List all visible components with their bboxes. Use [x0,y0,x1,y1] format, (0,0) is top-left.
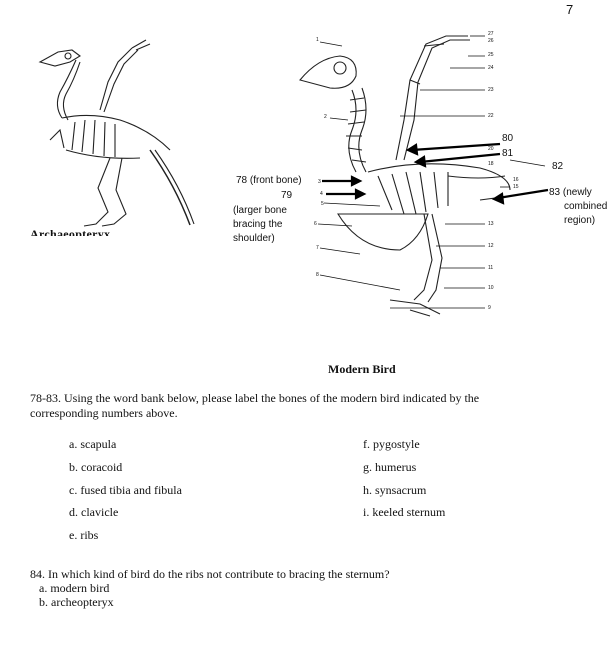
label-79-note-line3: shoulder) [233,233,275,244]
number-8: 8 [316,272,319,278]
number-27: 27 [488,31,494,37]
number-13: 13 [488,221,494,227]
word-bank-item-g: g. humerus [363,460,417,474]
number-26: 26 [488,38,494,44]
question-84: 84. In which kind of bird do the ribs no… [30,567,390,609]
word-bank-item-d: d. clavicle [69,505,119,519]
number-11: 11 [488,265,494,271]
figure-caption: Modern Bird [328,362,396,376]
number-7: 7 [316,245,319,251]
number-15: 15 [513,184,519,190]
number-25: 25 [488,52,494,58]
label-80: 80 [502,133,514,144]
bird-skeleton-figure [38,35,549,317]
pointer-lines [317,35,546,309]
label-83-line2: combined [564,201,608,212]
number-6: 6 [314,221,317,227]
number-1: 1 [316,37,319,43]
word-bank-item-f: f. pygostyle [363,437,420,451]
label-83-line1: 83 (newly [549,187,592,198]
label-arrows [322,142,549,205]
label-79-note-line2: bracing the [233,219,283,230]
word-bank-item-b: b. coracoid [69,460,123,474]
instructions: 78-83. Using the word bank below, please… [30,391,480,420]
label-83-line3: region) [564,215,596,226]
label-78: 78 (front bone) [236,175,302,186]
number-3: 3 [318,179,321,185]
number-22: 22 [488,113,494,119]
number-10: 10 [488,285,494,291]
page-number: 7 [566,2,574,17]
number-20: 20 [488,146,494,152]
modern-bird-skeleton [299,35,511,317]
number-12: 12 [488,243,494,249]
number-4: 4 [320,191,323,197]
label-79: 79 [281,190,293,201]
number-23: 23 [488,87,494,93]
word-bank-item-a: a. scapula [69,437,117,451]
number-18: 18 [488,161,494,167]
question-84-option-b: b. archeopteryx [39,595,114,609]
word-bank-item-h: h. synsacrum [363,483,427,497]
number-24: 24 [488,65,494,71]
word-bank-item-i: i. keeled sternum [363,505,446,519]
number-9: 9 [488,305,491,311]
label-82: 82 [552,161,564,172]
word-bank-item-e: e. ribs [69,528,99,542]
archaeopteryx-skeleton [38,39,195,227]
archaeopteryx-label: Archaeopteryx [30,227,111,236]
number-2: 2 [324,114,327,120]
question-84-stem: 84. In which kind of bird do the ribs no… [30,567,390,581]
label-79-note-line1: (larger bone [233,205,287,216]
word-bank-item-c: c. fused tibia and fibula [69,483,182,497]
number-5: 5 [321,201,324,207]
question-84-option-a: a. modern bird [39,581,110,595]
number-16: 16 [513,177,519,183]
label-81: 81 [502,148,514,159]
